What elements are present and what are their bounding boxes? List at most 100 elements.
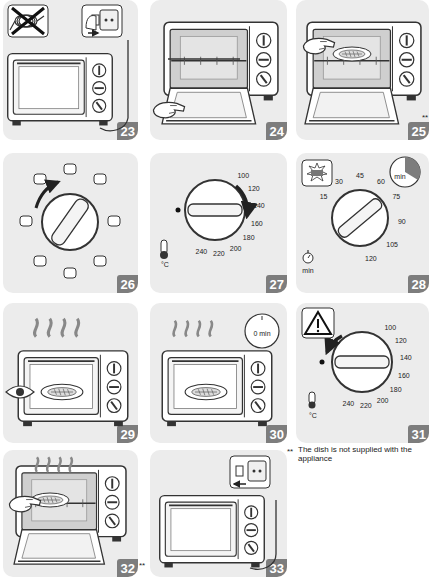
step-33-art [259,470,262,473]
time-mark: 90 [398,218,406,226]
temperature-mark: 160 [251,220,263,228]
step-29-art [34,319,78,337]
step-33-art [160,496,265,568]
step-30-art [173,321,212,337]
temperature-mark: 120 [248,185,260,193]
step-24-art [153,22,277,124]
step-33-art [236,466,243,476]
thermostat-art [161,240,167,254]
thermostat-art [160,180,247,259]
temperature-mark: 220 [213,250,225,258]
step-panel: 26 [3,153,138,293]
time-mark: 120 [365,255,377,263]
step-number: 24 [266,122,287,140]
thermostat-off-art [317,330,319,332]
step-29-art [18,351,128,426]
time-mark: 45 [356,172,364,180]
footnote-mark: ** [287,448,293,457]
thermostat-art [160,251,168,259]
thermostat-off-art [320,360,325,365]
timer-art [307,163,327,181]
thermostat-off-art [335,356,389,368]
step-23-art [8,5,128,131]
step-29-art [6,386,34,398]
function-selector-art [64,164,76,174]
temperature-mark: 180 [243,234,255,242]
time-mark: 60 [377,178,385,186]
step-panel: 25 [296,0,429,140]
step-32-art [9,457,126,564]
step-number: 30 [266,425,287,443]
step-23-art [111,19,114,22]
step-33-art [234,483,246,485]
step-23-art [105,19,108,22]
step-25-art [333,47,371,61]
step-29-art [6,319,128,426]
thermostat-off-art [332,332,392,392]
temperature-mark: 120 [395,337,407,345]
step-30-art [185,384,227,399]
function-selector-art [108,216,120,226]
step-number: 23 [117,122,138,140]
timer-reading: 0 min [253,330,270,338]
step-number: 27 [266,275,287,293]
timer-art [332,190,388,246]
step-32-art [9,496,40,511]
step-panel: 30 [150,303,287,443]
unit-label: °C [309,412,317,420]
temperature-mark: 200 [230,245,242,253]
step-23-art [100,40,128,131]
step-25-art [303,22,420,124]
function-selector-art [42,194,98,250]
thermostat-art [188,204,242,216]
timer-art [302,160,332,186]
step-25-art [303,38,334,53]
step-33-art [160,456,276,569]
timer-art [390,157,420,187]
step-30-art [262,316,263,320]
unit-label: min [394,173,405,181]
step-29-art [41,384,83,399]
step-24-art [162,22,278,124]
step-23-art [10,16,44,30]
timer-art [336,197,384,240]
timer-art [405,157,420,180]
thermostat-off-art [327,336,342,352]
step-33-art [248,461,266,481]
step-panel: 27 [150,153,287,293]
thermostat-off-art [302,308,392,409]
time-mark: 105 [386,241,398,249]
timer-art [302,157,420,263]
step-panel: 29 [3,303,138,443]
step-number: 25 [408,122,429,140]
temperature-mark: 180 [390,386,402,394]
step-23-art [12,8,44,34]
temperature-mark: 140 [400,354,412,362]
unit-label: min [302,267,313,275]
step-24-art [168,58,240,60]
step-23-art [8,54,113,126]
step-33-art [250,500,276,569]
temperature-mark: 240 [196,248,208,256]
temperature-mark: 240 [343,400,355,408]
step-panel: 24 [150,0,287,140]
step-24-art [153,102,184,117]
step-number: 33 [266,559,287,577]
function-selector-art [20,164,120,278]
temperature-mark: 100 [384,324,396,332]
temperature-mark: 140 [253,202,265,210]
step-panel: 23 [3,0,138,140]
time-mark: 75 [392,193,400,201]
thermostat-off-art [309,402,316,409]
step-23-art [82,5,122,37]
step-number: 26 [117,275,138,293]
temperature-mark: 220 [360,402,372,410]
temperature-mark: 100 [237,172,249,180]
step-23-art [19,15,37,27]
thermostat-off-art [317,319,319,328]
step-panel: 32 [3,450,138,577]
step-23-art [15,15,33,27]
function-selector-art [20,216,32,226]
thermostat-art [236,186,247,216]
